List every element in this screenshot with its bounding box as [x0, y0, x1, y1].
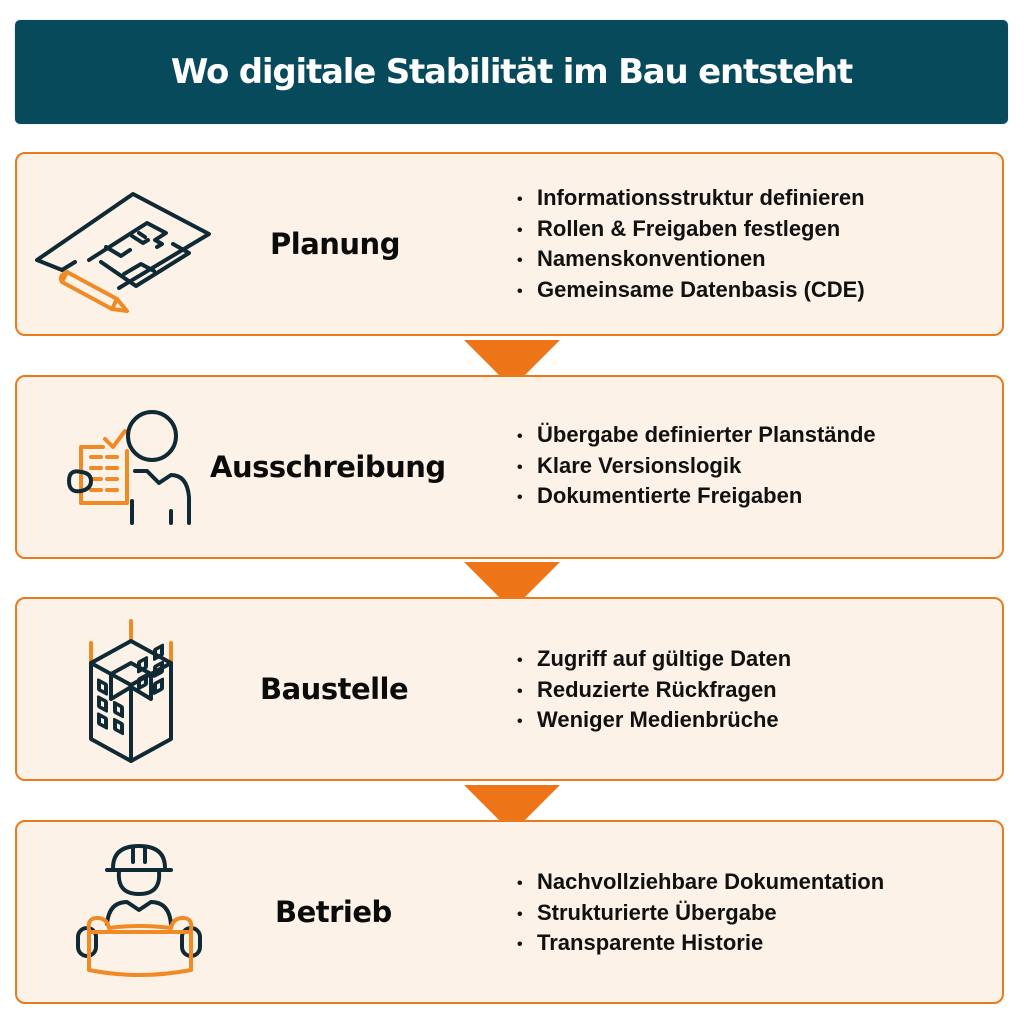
list-item: •Weniger Medienbrüche [517, 707, 779, 732]
list-item: •Übergabe definierter Planstände [517, 422, 876, 447]
list-item: •Dokumentierte Freigaben [517, 483, 803, 508]
blueprint-pencil-icon [35, 154, 237, 338]
stage-bullet-list: •Informationsstruktur definieren •Rollen… [517, 184, 865, 306]
list-item: •Gemeinsame Datenbasis (CDE) [517, 276, 865, 302]
stage-title: Baustelle [260, 672, 409, 706]
list-item: •Nachvollziehbare Dokumentation [517, 869, 885, 894]
list-item: •Reduzierte Rückfragen [517, 676, 777, 702]
worker-plan-icon [37, 822, 237, 1006]
page-title: Wo digitale Stabilität im Bau entsteht [170, 52, 853, 92]
stage-card-baustelle: Baustelle •Zugriff auf gültige Daten •Re… [15, 597, 1004, 781]
stage-bullet-list: •Nachvollziehbare Dokumentation •Struktu… [517, 868, 884, 960]
list-item: •Strukturierte Übergabe [517, 899, 777, 925]
header-banner: Wo digitale Stabilität im Bau entsteht [15, 20, 1008, 124]
list-item: •Transparente Historie [517, 930, 764, 955]
stage-bullet-list: •Übergabe definierter Planstände •Klare … [517, 421, 876, 513]
stage-title: Planung [270, 227, 400, 261]
person-checklist-icon [37, 377, 237, 561]
stage-card-planung: Planung •Informationsstruktur definieren… [15, 152, 1004, 336]
list-item: •Rollen & Freigaben festlegen [517, 215, 841, 241]
stage-bullet-list: •Zugriff auf gültige Daten •Reduzierte R… [517, 645, 791, 737]
stage-title: Betrieb [275, 895, 392, 929]
stage-card-betrieb: Betrieb •Nachvollziehbare Dokumentation … [15, 820, 1004, 1004]
list-item: •Namenskonventionen [517, 246, 766, 271]
building-construction-icon [37, 599, 237, 783]
list-item: •Informationsstruktur definieren [517, 185, 865, 210]
stage-card-ausschreibung: Ausschreibung •Übergabe definierter Plan… [15, 375, 1004, 559]
list-item: •Zugriff auf gültige Daten [517, 646, 792, 671]
list-item: •Klare Versionslogik [517, 452, 742, 478]
stage-title: Ausschreibung [210, 450, 446, 484]
